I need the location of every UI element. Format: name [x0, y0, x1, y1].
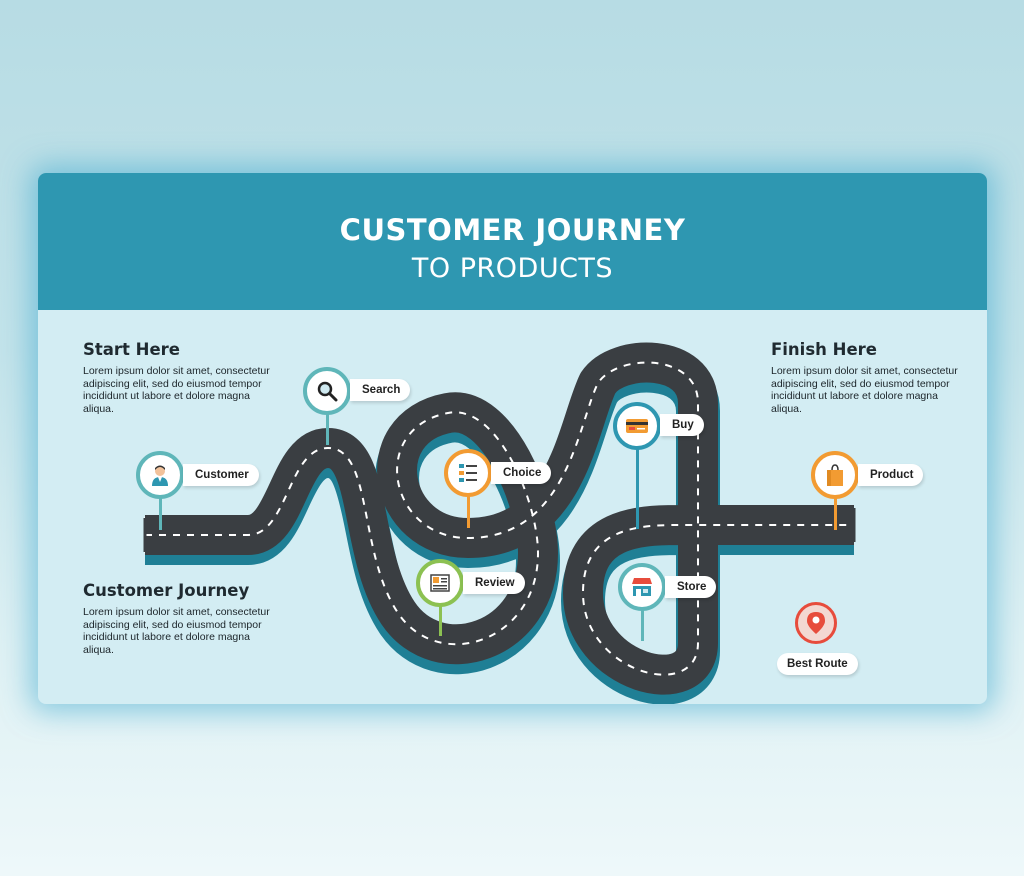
winding-road — [143, 342, 856, 704]
buy-label: Buy — [660, 414, 704, 436]
customer-pin[interactable] — [136, 451, 184, 499]
product-pin[interactable] — [811, 451, 859, 499]
title-line-1: CUSTOMER JOURNEY — [339, 213, 686, 247]
lane-markings — [145, 361, 854, 676]
road-edges — [143, 508, 856, 553]
customer-journey-text: Lorem ipsum dolor sit amet, consectetur … — [83, 606, 270, 656]
review-pin-stick — [438, 606, 442, 636]
shopping-bag-icon — [822, 462, 848, 488]
product-pin-stick — [833, 498, 837, 530]
buy-pin[interactable] — [613, 402, 661, 450]
store-pin[interactable] — [618, 563, 666, 611]
finish-here-heading: Finish Here — [771, 340, 877, 359]
finish-here-text: Lorem ipsum dolor sit amet, consectetur … — [771, 365, 958, 415]
start-here-heading: Start Here — [83, 340, 181, 359]
search-pin[interactable] — [303, 367, 351, 415]
choice-pin[interactable] — [444, 449, 492, 497]
checklist-icon — [455, 460, 481, 486]
customer-journey-block: Customer Journey Lorem ipsum dolor sit a… — [83, 581, 283, 656]
buy-pin-stick — [635, 449, 639, 529]
best-route-pin[interactable] — [795, 602, 837, 644]
header-banner: CUSTOMER JOURNEY TO PRODUCTS — [38, 173, 987, 310]
start-here-text: Lorem ipsum dolor sit amet, consectetur … — [83, 365, 270, 415]
title-line-2: TO PRODUCTS — [411, 253, 614, 284]
store-pin-stick — [640, 609, 644, 641]
best-route-label: Best Route — [777, 653, 858, 675]
review-label: Review — [463, 572, 525, 594]
start-here-block: Start Here Lorem ipsum dolor sit amet, c… — [83, 340, 283, 415]
slide-panel: CUSTOMER JOURNEY TO PRODUCTS Start Here … — [38, 173, 987, 704]
customer-journey-heading: Customer Journey — [83, 581, 250, 600]
search-icon — [314, 378, 340, 404]
finish-here-block: Finish Here Lorem ipsum dolor sit amet, … — [771, 340, 971, 415]
review-icon — [427, 570, 453, 596]
customer-label: Customer — [183, 464, 259, 486]
choice-pin-stick — [466, 495, 470, 528]
search-label: Search — [350, 379, 411, 401]
review-pin[interactable] — [416, 559, 464, 607]
store-label: Store — [665, 576, 717, 598]
choice-label: Choice — [491, 462, 552, 484]
credit-card-icon — [624, 413, 650, 439]
product-label: Product — [858, 464, 924, 486]
customer-icon — [147, 462, 173, 488]
location-pin-icon — [803, 610, 829, 636]
search-pin-stick — [325, 413, 329, 445]
customer-pin-stick — [158, 498, 162, 530]
store-icon — [629, 574, 655, 600]
